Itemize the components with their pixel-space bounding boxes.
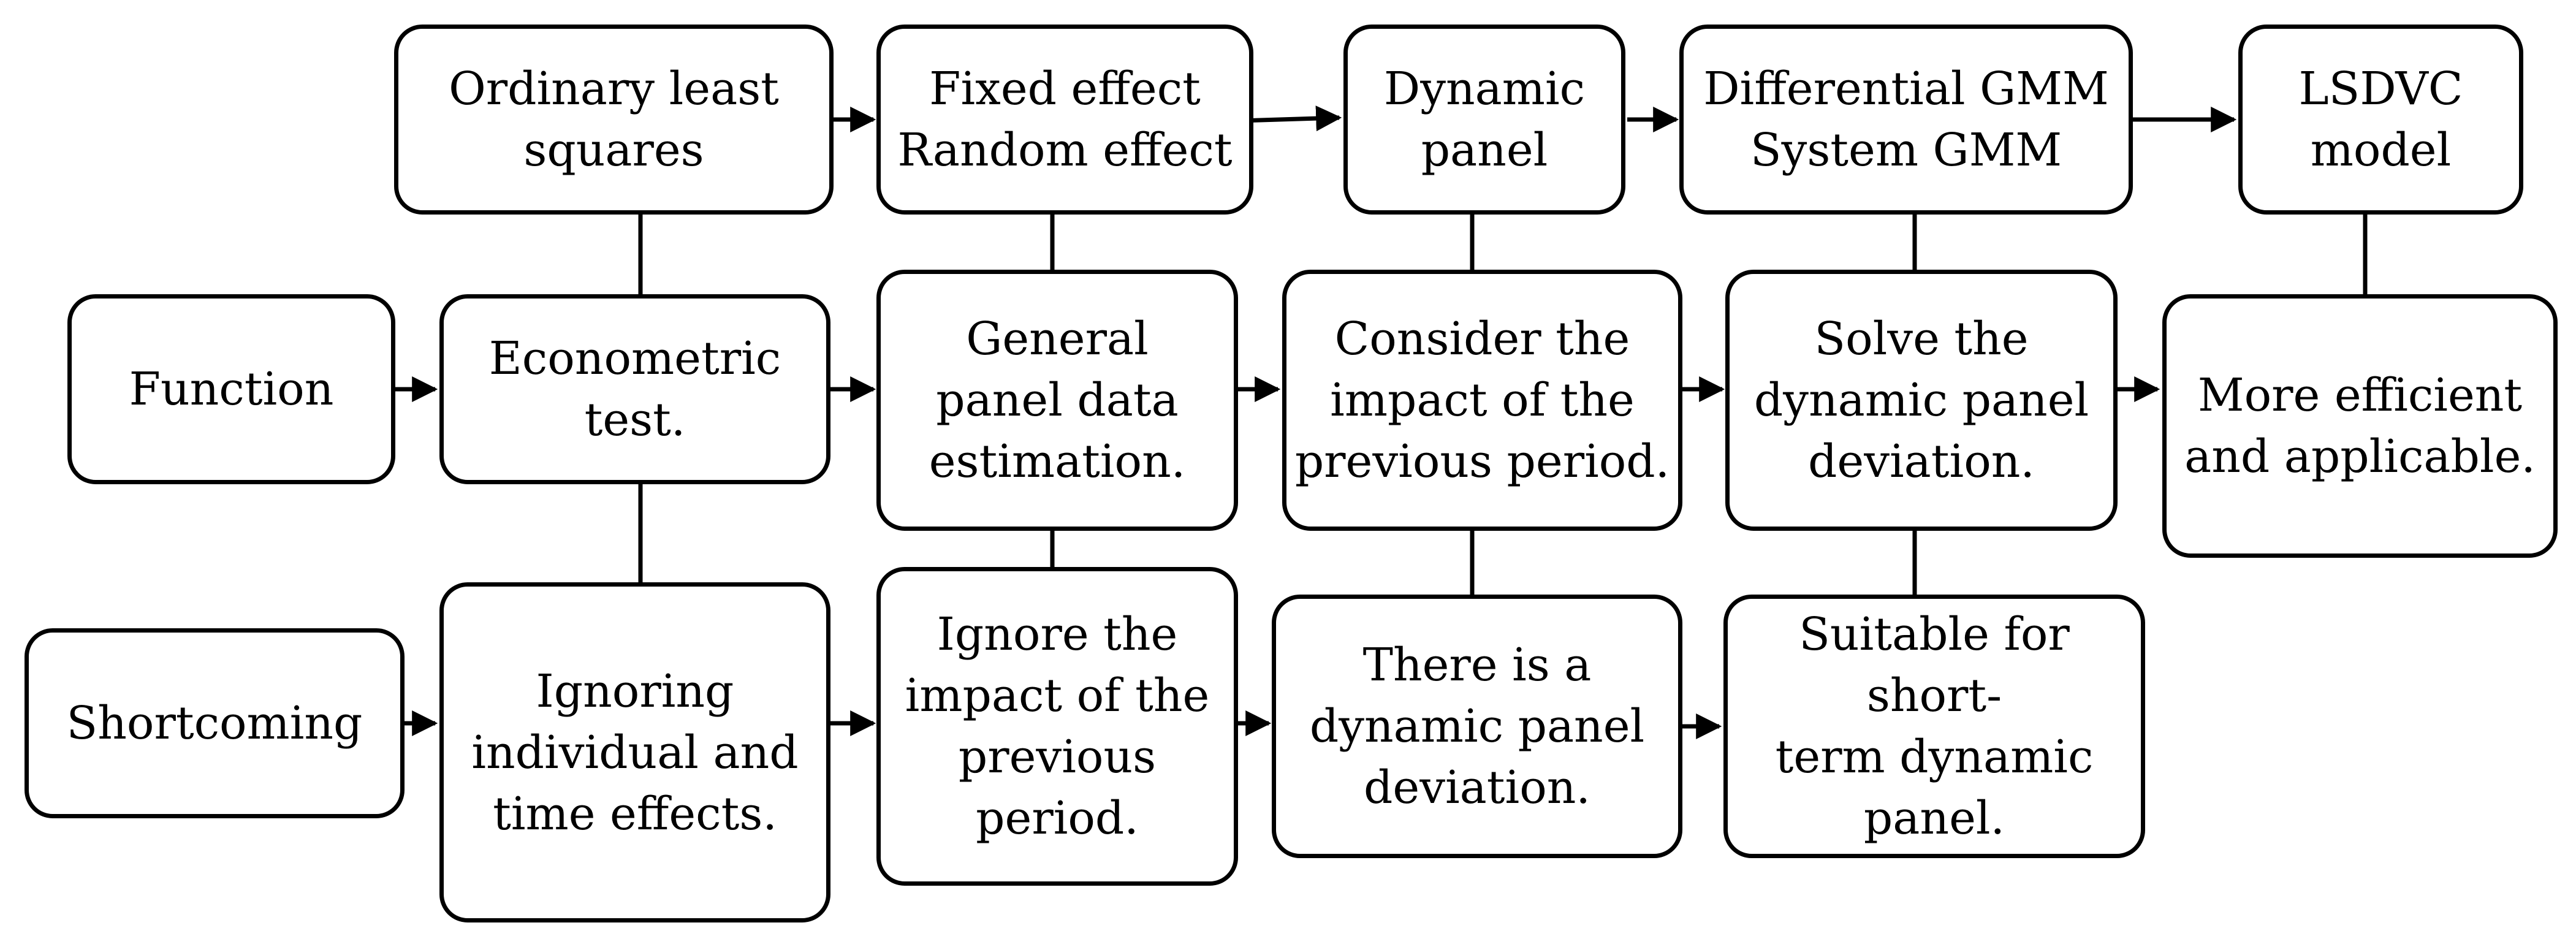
- node-general-panel-estimation-label: General panel data estimation.: [929, 313, 1186, 488]
- node-ordinary-least-squares-label: Ordinary least squares: [449, 63, 779, 177]
- node-ignoring-effects: Ignoring individual and time effects.: [439, 582, 830, 922]
- node-ordinary-least-squares: Ordinary least squares: [394, 25, 834, 215]
- node-dynamic-deviation-exists-label: There is a dynamic panel deviation.: [1309, 639, 1645, 814]
- node-econometric-test: Econometric test.: [439, 294, 830, 484]
- node-consider-previous-period-label: Consider the impact of the previous peri…: [1294, 313, 1670, 488]
- node-shortcoming-label-text: Shortcoming: [66, 697, 363, 750]
- node-fixed-random-effect-label: Fixed effect Random effect: [897, 63, 1233, 177]
- node-ignoring-effects-label: Ignoring individual and time effects.: [471, 664, 799, 840]
- node-lsdvc-model: LSDVC model: [2238, 25, 2523, 215]
- node-solve-dynamic-deviation-label: Solve the dynamic panel deviation.: [1753, 313, 2089, 488]
- node-dynamic-deviation-exists: There is a dynamic panel deviation.: [1272, 595, 1682, 858]
- node-function-label: Function: [67, 294, 395, 484]
- node-more-efficient-label: More efficient and applicable.: [2184, 369, 2536, 483]
- node-lsdvc-model-label: LSDVC model: [2298, 63, 2463, 177]
- node-short-term-panel: Suitable for short- term dynamic panel.: [1723, 595, 2145, 858]
- node-gmm-label: Differential GMM System GMM: [1703, 63, 2109, 177]
- node-fixed-random-effect: Fixed effect Random effect: [876, 25, 1253, 215]
- node-function-label-text: Function: [129, 363, 334, 416]
- node-ignore-previous-period: Ignore the impact of the previous period…: [876, 567, 1238, 886]
- node-econometric-test-label: Econometric test.: [488, 332, 781, 446]
- node-more-efficient: More efficient and applicable.: [2162, 294, 2558, 558]
- node-consider-previous-period: Consider the impact of the previous peri…: [1282, 270, 1682, 531]
- node-general-panel-estimation: General panel data estimation.: [876, 270, 1238, 531]
- node-dynamic-panel: Dynamic panel: [1343, 25, 1625, 215]
- node-dynamic-panel-label: Dynamic panel: [1383, 63, 1586, 177]
- arrow-fere-to-dynamic: [1241, 105, 1342, 132]
- node-solve-dynamic-deviation: Solve the dynamic panel deviation.: [1725, 270, 2118, 531]
- node-short-term-panel-label: Suitable for short- term dynamic panel.: [1775, 608, 2094, 845]
- node-ignore-previous-period-label: Ignore the impact of the previous period…: [905, 608, 1210, 845]
- node-gmm: Differential GMM System GMM: [1679, 25, 2133, 215]
- node-shortcoming-label: Shortcoming: [25, 628, 405, 818]
